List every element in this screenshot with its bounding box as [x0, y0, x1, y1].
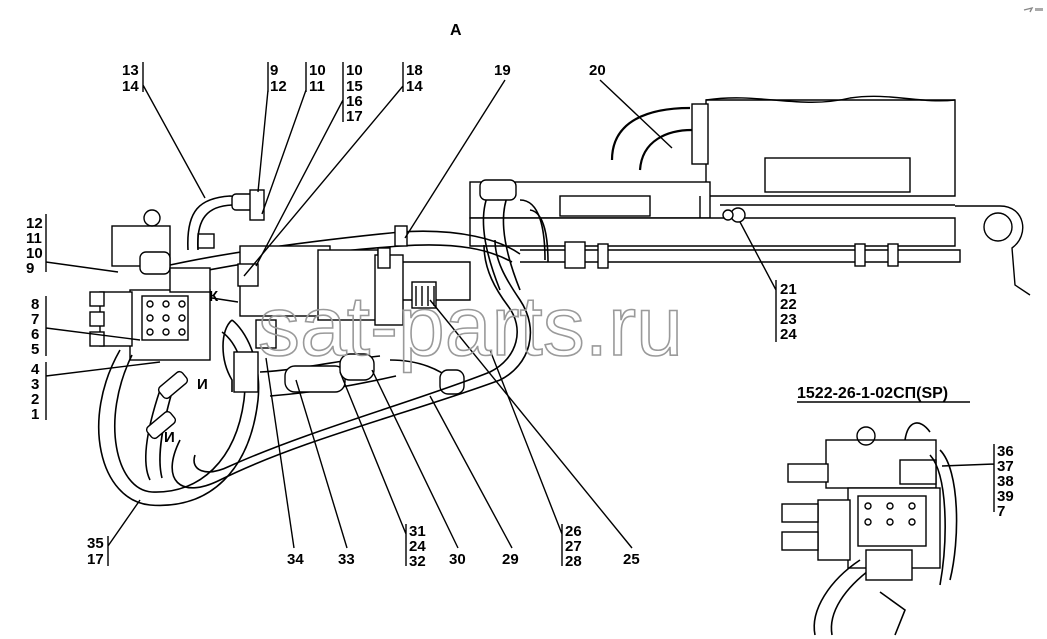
callout-35-17: 35 17 — [87, 535, 104, 568]
callout-21-24: 21 22 23 24 — [780, 281, 797, 343]
callout-10-15-16-17: 10 15 16 17 — [346, 62, 363, 125]
svg-text:9: 9 — [270, 62, 278, 79]
svg-text:10: 10 — [26, 245, 43, 262]
main-assembly — [89, 95, 1031, 507]
svg-text:7: 7 — [31, 311, 39, 328]
variant-title: 1522-26-1-02СП(SP) — [797, 385, 948, 402]
callout-9-12: 9 12 — [270, 62, 287, 95]
svg-text:23: 23 — [780, 311, 797, 328]
svg-text:1: 1 — [31, 406, 39, 423]
svg-text:8: 8 — [31, 296, 39, 313]
svg-text:26: 26 — [565, 523, 582, 540]
svg-text:3: 3 — [31, 376, 39, 393]
svg-text:14: 14 — [122, 78, 139, 95]
svg-text:9: 9 — [26, 260, 34, 277]
callout-25: 25 — [623, 551, 640, 568]
callout-29: 29 — [502, 551, 519, 568]
svg-text:18: 18 — [406, 62, 423, 79]
letter-i-2: И — [164, 429, 175, 446]
callout-19: 19 — [494, 62, 511, 79]
callout-left-mid: 8 7 6 5 — [31, 296, 39, 358]
callout-20: 20 — [589, 62, 606, 79]
svg-text:14: 14 — [406, 78, 423, 95]
callout-31-24-32: 31 24 32 — [409, 523, 426, 570]
svg-text:10: 10 — [346, 62, 363, 79]
svg-text:22: 22 — [780, 296, 797, 313]
view-label: А — [450, 22, 462, 39]
svg-text:31: 31 — [409, 523, 426, 540]
svg-text:2: 2 — [31, 391, 39, 408]
leader-lines — [45, 62, 777, 566]
callout-inset-right: 36 37 38 39 7 — [997, 443, 1014, 520]
svg-text:28: 28 — [565, 553, 582, 570]
svg-text:24: 24 — [409, 538, 426, 555]
svg-text:17: 17 — [87, 551, 104, 568]
svg-text:32: 32 — [409, 553, 426, 570]
svg-text:7: 7 — [997, 503, 1005, 520]
callout-left-top: 12 11 10 9 — [26, 215, 43, 277]
svg-text:24: 24 — [780, 326, 797, 343]
svg-text:36: 36 — [997, 443, 1014, 460]
svg-text:11: 11 — [26, 230, 42, 247]
svg-text:21: 21 — [780, 281, 797, 298]
svg-text:12: 12 — [270, 78, 287, 95]
callout-34: 34 — [287, 551, 304, 568]
svg-text:12: 12 — [26, 215, 43, 232]
svg-text:39: 39 — [997, 488, 1014, 505]
svg-text:15: 15 — [346, 78, 363, 95]
svg-text:13: 13 — [122, 62, 139, 79]
svg-text:4: 4 — [31, 361, 40, 378]
letter-i-1: И — [197, 376, 208, 393]
callout-left-low: 4 3 2 1 — [31, 361, 40, 423]
inset-assembly — [781, 422, 995, 636]
svg-text:27: 27 — [565, 538, 582, 555]
callout-10-11: 10 11 — [309, 62, 326, 95]
svg-text:16: 16 — [346, 93, 363, 110]
svg-text:35: 35 — [87, 535, 104, 552]
callout-13-14: 13 14 — [122, 62, 139, 95]
letter-k: К — [209, 288, 219, 305]
callout-26-27-28: 26 27 28 — [565, 523, 582, 570]
svg-text:11: 11 — [309, 78, 325, 95]
svg-text:5: 5 — [31, 341, 39, 358]
callout-33: 33 — [338, 551, 355, 568]
svg-text:38: 38 — [997, 473, 1014, 490]
svg-text:17: 17 — [346, 108, 363, 125]
callout-30: 30 — [449, 551, 466, 568]
small-arrow-icon — [1023, 6, 1043, 13]
watermark: sat-parts.ru — [258, 279, 683, 373]
svg-text:37: 37 — [997, 458, 1014, 475]
callout-18-14: 18 14 — [406, 62, 423, 95]
svg-text:6: 6 — [31, 326, 39, 343]
svg-text:10: 10 — [309, 62, 326, 79]
